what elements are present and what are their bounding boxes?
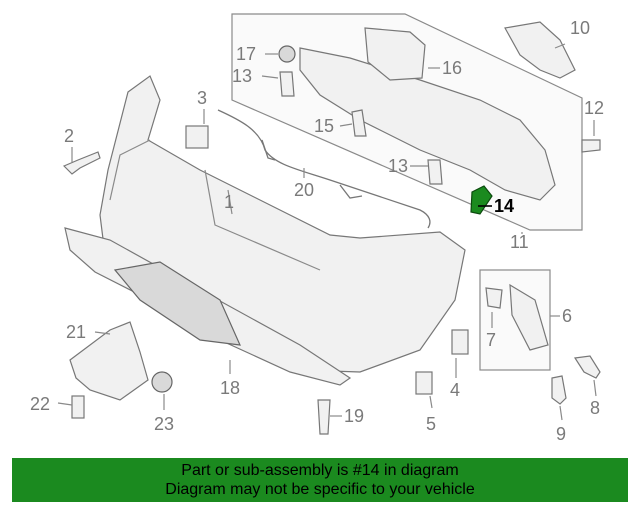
- callout-5: 5: [426, 414, 436, 434]
- callout-17: 17: [236, 44, 256, 64]
- callout-15: 15: [314, 116, 334, 136]
- bracket-3: [185, 125, 209, 149]
- callout-11: 11: [510, 232, 529, 252]
- callout-10: 10: [570, 18, 590, 38]
- bracket-13-upper: [279, 71, 295, 97]
- callout-2: 2: [64, 126, 74, 146]
- bracket-14: [470, 185, 493, 215]
- callout-14: 14: [494, 196, 514, 216]
- bolt-12: [581, 139, 601, 153]
- callout-3: 3: [197, 88, 207, 108]
- callout-23: 23: [154, 414, 174, 434]
- side-bracket-6: [509, 283, 549, 351]
- callout-9: 9: [556, 424, 566, 444]
- callout-7: 7: [486, 330, 496, 350]
- callout-13-upper: 13: [232, 66, 252, 86]
- callout-19: 19: [344, 406, 364, 426]
- bracket-13-lower: [427, 159, 443, 185]
- clip-5: [415, 371, 433, 395]
- banner-line-2: Diagram may not be specific to your vehi…: [165, 481, 475, 498]
- callout-4: 4: [450, 380, 460, 400]
- callout-6: 6: [562, 306, 572, 326]
- clip-4: [451, 329, 469, 355]
- screw-9: [551, 375, 567, 405]
- nut-17: [278, 45, 296, 63]
- bolt-22: [71, 395, 85, 419]
- callout-16: 16: [442, 58, 462, 78]
- banner-line-1: Part or sub-assembly is #14 in diagram: [181, 462, 459, 479]
- bracket-10: [504, 21, 576, 79]
- callout-22: 22: [30, 394, 50, 414]
- callout-12: 12: [584, 98, 604, 118]
- parts-diagram: 1 2 3 4 5 6 7 8 9 10 11 12 13 13 14 15 1…: [30, 13, 604, 444]
- bracket-15: [351, 109, 367, 137]
- callout-20: 20: [294, 180, 314, 200]
- callout-21: 21: [66, 322, 86, 342]
- callout-1: 1: [224, 192, 234, 212]
- bolt-2: [62, 151, 101, 175]
- fitment-notice-banner: Part or sub-assembly is #14 in diagram D…: [12, 458, 628, 502]
- bracket-21: [69, 321, 149, 401]
- wire-harness: [217, 109, 431, 229]
- reinforcement-beam: [299, 47, 556, 201]
- bracket-7: [485, 287, 503, 309]
- nut-23: [151, 371, 173, 393]
- callout-8: 8: [590, 398, 600, 418]
- callout-13-lower: 13: [388, 156, 408, 176]
- callout-18: 18: [220, 378, 240, 398]
- fastener-19: [317, 399, 331, 435]
- energy-absorber-16: [364, 27, 426, 81]
- valance-grille: [113, 261, 241, 346]
- screw-8: [573, 355, 601, 379]
